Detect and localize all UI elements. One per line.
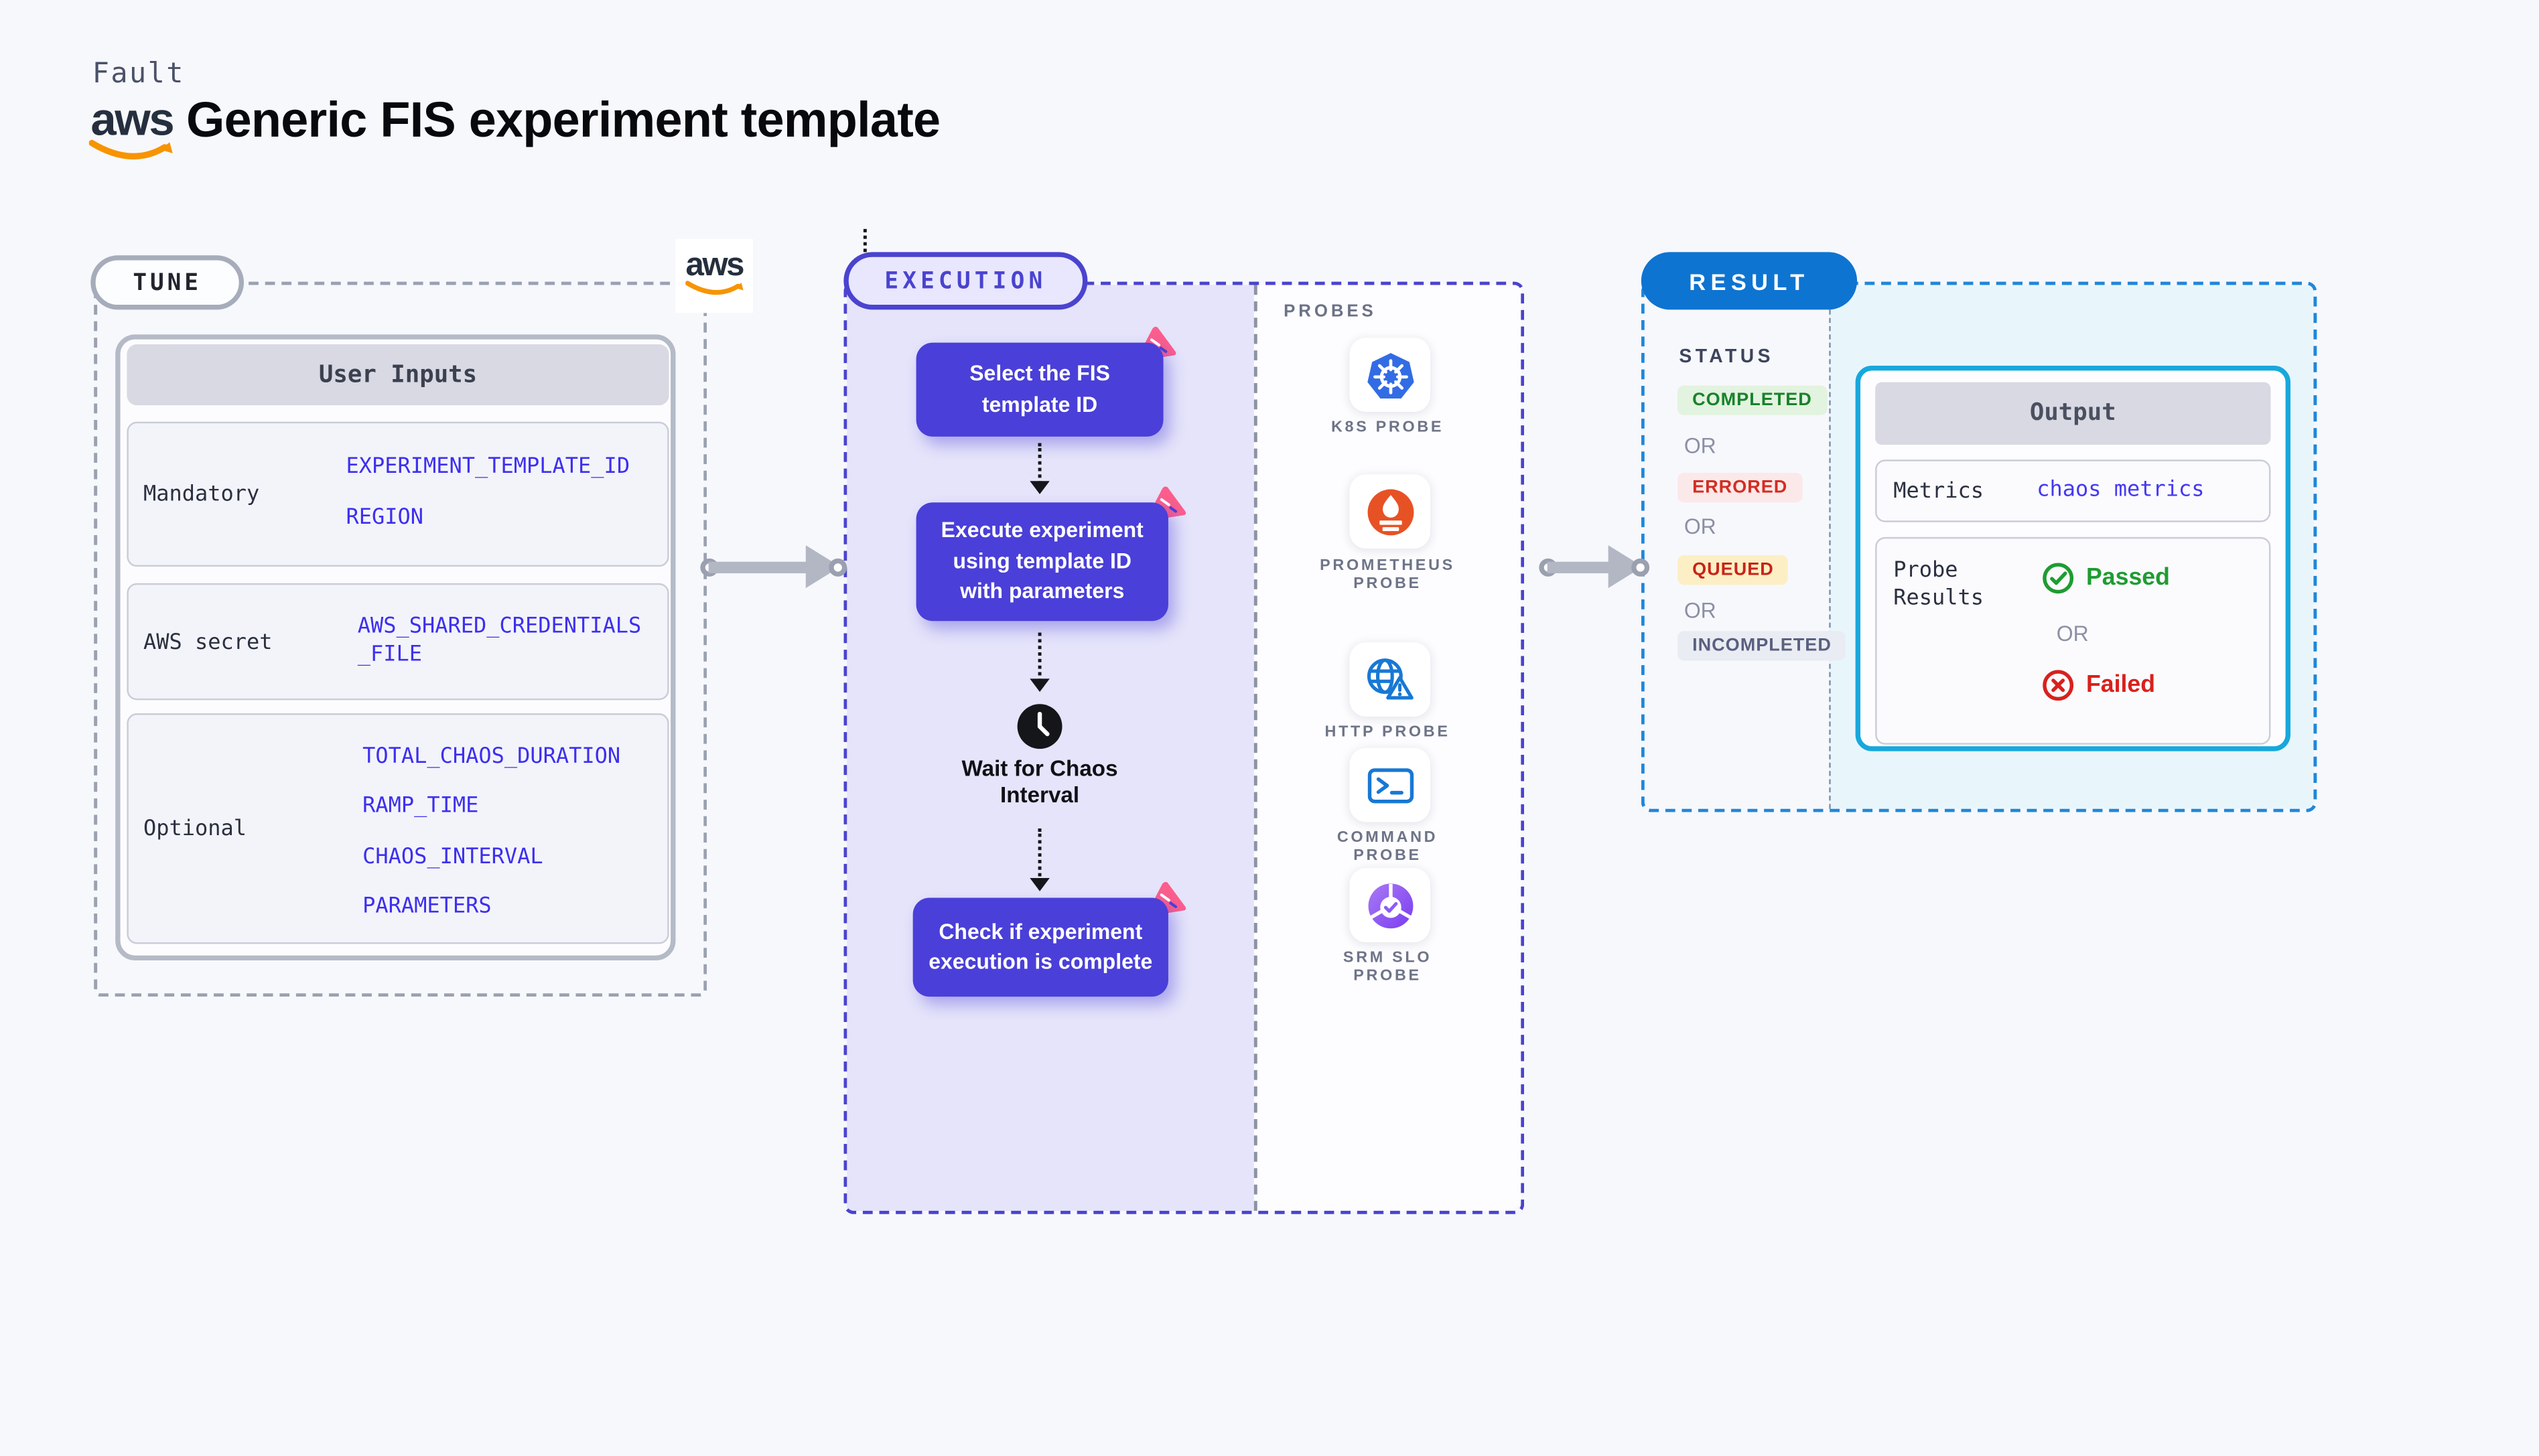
result-badge: RESULT [1641,252,1858,310]
arrow-shaft [708,561,823,573]
output-row-metrics: Metrics chaos metrics [1875,459,2271,522]
status-badge-incompleted: INCOMPLETED [1677,631,1847,661]
probes-divider-line [1253,285,1257,1211]
prometheus-icon [1367,488,1414,535]
aws-logo: aws [88,94,175,165]
brand-label: Fault [92,58,185,91]
user-inputs-row-mandatory: Mandatory EXPERIMENT_TEMPLATE_ID REGION [127,421,669,567]
status-badge-completed: COMPLETED [1677,385,1827,415]
row-label: Mandatory [143,482,260,508]
or-separator: OR [2056,621,2089,646]
dotted-line [1037,443,1041,485]
probe-card-prometheus [1349,474,1431,549]
flow-arrow-down [1028,632,1051,693]
or-separator: OR [1684,514,1716,539]
command-terminal-icon [1367,767,1413,803]
flow-arrow-down [1028,443,1051,494]
probe-results-label: Probe Results [1893,558,1984,611]
probe-label: HTTP PROBE [1324,723,1450,741]
passed-label: Passed [2085,565,2170,592]
aws-corner-logo: aws [675,238,754,313]
or-separator: OR [1684,597,1716,623]
probe-card-command [1349,747,1431,822]
aws-logo-text: aws [90,94,174,145]
user-inputs-row-aws-secret: AWS secret AWS_SHARED_CREDENTIALS _FILE [127,583,669,701]
probe-label: SRM SLO PROBE [1343,948,1432,985]
connector-dot [1631,557,1650,576]
probe-label: COMMAND PROBE [1336,828,1438,865]
status-badge-queued: QUEUED [1677,555,1789,585]
input-variable: EXPERIMENT_TEMPLATE_ID [346,454,630,480]
dotted-line [1037,632,1041,682]
connector-dot [829,557,847,576]
srm-slo-icon [1367,883,1413,928]
step-select-template: Select the FIS template ID [916,342,1164,437]
step-execute-experiment: Execute experiment using template ID wit… [916,502,1168,622]
probe-card-http [1349,642,1431,717]
aws-smile-icon [88,139,173,159]
status-badge-errored: ERRORED [1677,472,1803,503]
probe-card-srm-slo [1349,868,1431,942]
passed-check-icon [2042,562,2075,603]
probe-card-k8s [1349,338,1431,412]
metrics-label: Metrics [1893,479,1984,504]
kubernetes-icon [1367,352,1414,398]
page-title: Generic FIS experiment template [186,94,941,149]
status-title: STATUS [1679,347,1774,368]
http-globe-icon [1367,658,1414,699]
arrowhead-icon [1029,481,1049,494]
failed-label: Failed [2085,672,2156,699]
tune-badge: TUNE [90,255,245,310]
execution-section-border [843,281,1525,1214]
result-divider-line [1829,285,1831,809]
row-label: AWS secret [143,631,273,656]
user-inputs-row-optional: Optional TOTAL_CHAOS_DURATION RAMP_TIME … [127,713,669,944]
probe-label: PROMETHEUS PROBE [1320,557,1455,593]
input-variable: AWS_SHARED_CREDENTIALS _FILE [357,614,642,668]
failed-cross-icon [2042,669,2075,710]
flow-arrow-down [1028,828,1051,891]
step-wait-interval: Wait for Chaos Interval [961,756,1118,808]
or-separator: OR [1684,433,1716,458]
aws-smile-icon [685,280,743,295]
user-inputs-header: User Inputs [127,344,669,406]
metrics-value-link: chaos metrics [2037,478,2205,503]
execution-badge: EXECUTION [843,252,1088,310]
output-header: Output [1875,382,2271,445]
input-variable: RAMP_TIME [362,794,479,819]
arrowhead-icon [1029,878,1049,891]
input-variable: CHAOS_INTERVAL [362,845,543,870]
output-row-probe-results: Probe Results Passed OR Failed [1875,536,2271,745]
tune-section-border [94,281,707,997]
probe-label: K8S PROBE [1330,418,1444,437]
input-variable: TOTAL_CHAOS_DURATION [362,744,621,770]
arrowhead-icon [1029,678,1049,693]
arrow-shaft [1547,561,1625,573]
aws-logo-text: aws [685,247,744,284]
probes-title: PROBES [1284,301,1377,321]
step-check-complete: Check if experiment execution is complet… [912,897,1168,997]
dotted-line [1037,828,1041,881]
input-variable: REGION [346,506,424,531]
clock-icon [1015,702,1065,759]
row-label: Optional [143,817,247,842]
incoming-dotted-line [863,228,867,252]
execution-panel [847,285,1254,1211]
input-variable: PARAMETERS [362,894,492,920]
